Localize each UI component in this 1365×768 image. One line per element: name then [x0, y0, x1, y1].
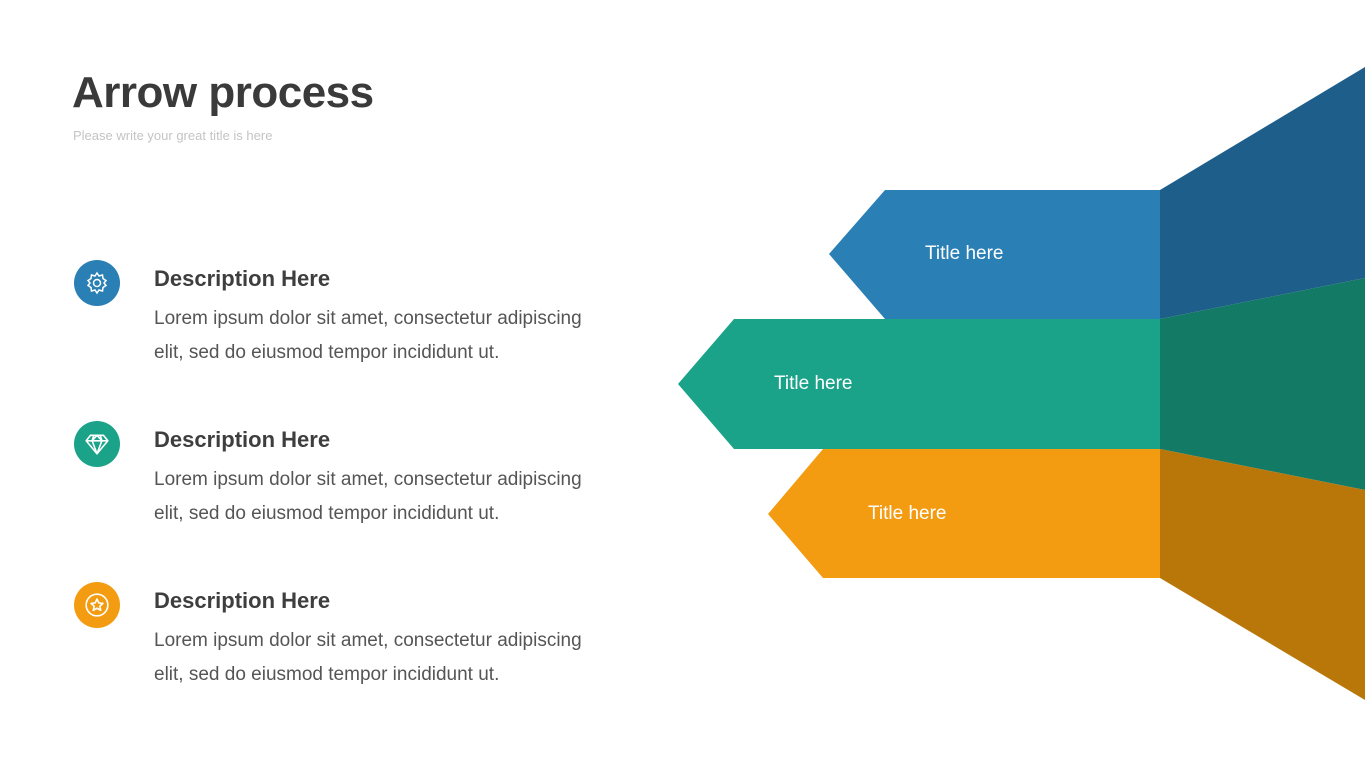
description-text: Lorem ipsum dolor sit amet, consectetur …	[154, 630, 582, 685]
page-title: Arrow process	[72, 68, 374, 117]
star-icon	[74, 582, 120, 628]
arrow-tail-1	[1160, 67, 1365, 319]
description-text: Lorem ipsum dolor sit amet, consectetur …	[154, 308, 582, 363]
arrow-label-3: Title here	[868, 503, 947, 524]
diamond-icon	[74, 421, 120, 467]
description-heading: Description Here	[154, 427, 331, 452]
arrow-tail-3	[1160, 449, 1365, 700]
description-text: Lorem ipsum dolor sit amet, consectetur …	[154, 469, 582, 524]
page-subtitle: Please write your great title is here	[73, 128, 273, 143]
gear-icon	[74, 260, 120, 306]
arrow-tail-2	[1160, 278, 1365, 490]
description-heading: Description Here	[154, 588, 331, 613]
arrow-1	[829, 190, 1160, 319]
arrow-2	[678, 319, 1160, 449]
arrow-3	[768, 449, 1160, 578]
description-heading: Description Here	[154, 266, 331, 291]
arrow-label-1: Title here	[925, 243, 1004, 264]
arrow-label-2: Title here	[774, 373, 853, 394]
